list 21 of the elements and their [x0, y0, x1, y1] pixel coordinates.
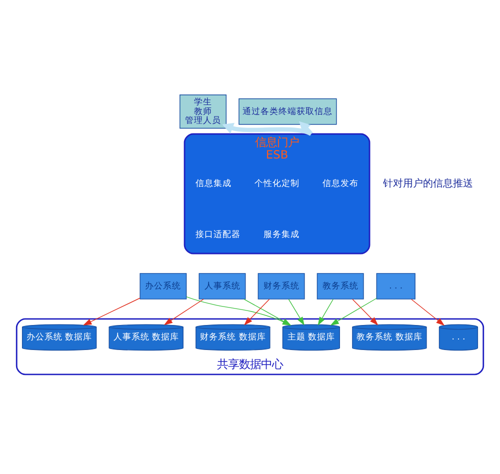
node-box: 通过各类终端获取信息 — [238, 98, 337, 124]
arrow — [352, 298, 378, 325]
arrow — [83, 297, 140, 325]
arrow — [410, 298, 445, 326]
node-box: 财务系统 — [258, 272, 305, 299]
node-box: 教务系统 — [316, 272, 364, 299]
node-text: 信息发布 — [322, 178, 358, 188]
node-text: 服务集成 — [263, 230, 300, 240]
arrow — [330, 297, 377, 326]
node-box: 人事系统 — [198, 272, 246, 299]
node-box: . . . — [376, 272, 416, 299]
node-text: 信息集成 — [196, 178, 232, 188]
arrow — [288, 298, 304, 325]
arrow — [318, 298, 334, 326]
arrow — [244, 298, 270, 325]
node-text: 个性化定制 — [254, 178, 300, 188]
node-text: 接口适配器 — [195, 230, 240, 240]
arrow — [164, 298, 204, 325]
node-box: 学生 教师 管理人员 — [180, 94, 227, 128]
node-box: 办公系统 — [140, 272, 187, 299]
label: 针对用户的信息推送 — [382, 178, 473, 189]
